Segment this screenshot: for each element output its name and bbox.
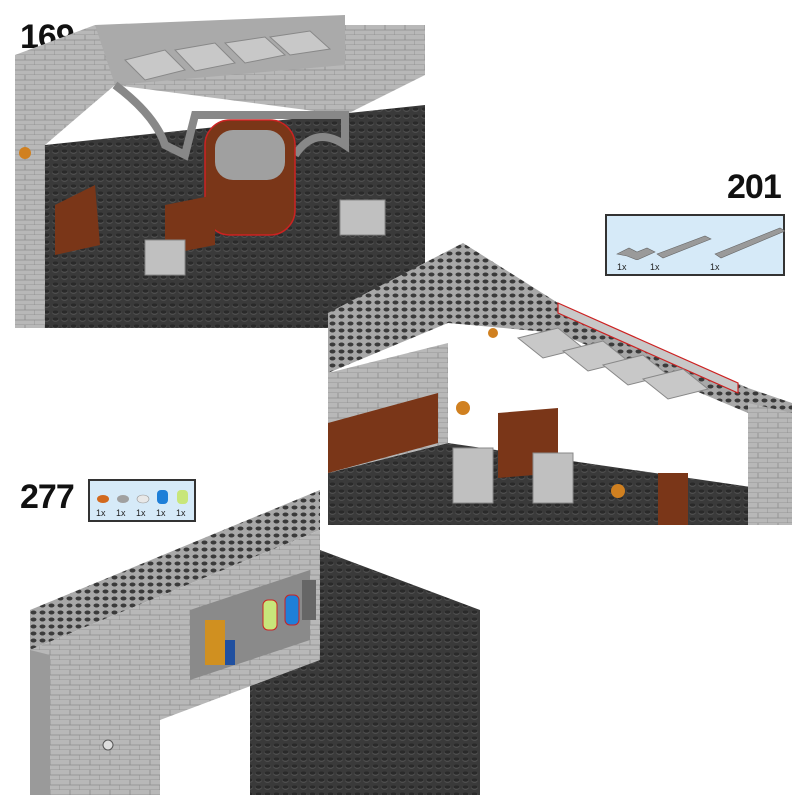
- parts-callout-201: 1x 1x 1x: [605, 214, 785, 276]
- step-169-illustration: [15, 15, 425, 328]
- part-qty: 1x: [617, 262, 627, 272]
- lime-bottle: [262, 599, 278, 631]
- grey-tile-long-icon: [656, 235, 712, 259]
- white-round-plate-icon: [136, 494, 150, 504]
- wall-top: [30, 490, 320, 650]
- step-277-illustration: [30, 490, 480, 795]
- orange-bottle: [205, 620, 225, 665]
- lantern-icon: [19, 147, 31, 159]
- step-201-illustration: [328, 243, 792, 525]
- parts-callout-277: 1x 1x 1x 1x 1x: [88, 479, 196, 522]
- part-qty: 1x: [96, 508, 106, 518]
- part-qty: 1x: [116, 508, 126, 518]
- step-number-277: 277: [20, 478, 75, 516]
- part-qty: 1x: [710, 262, 720, 272]
- lantern-icon: [611, 484, 625, 498]
- part-qty: 1x: [650, 262, 660, 272]
- grey-corner-tile-icon: [616, 247, 656, 260]
- wall-top: [328, 243, 792, 525]
- orange-round-plate-icon: [97, 495, 109, 503]
- step-number-201: 201: [727, 168, 782, 206]
- blue-bottle: [284, 594, 300, 626]
- highlighted-tiles: [557, 302, 739, 394]
- lantern-icon: [456, 401, 470, 415]
- grey-round-plate-icon: [117, 495, 129, 503]
- part-qty: 1x: [136, 508, 146, 518]
- lantern-icon: [488, 328, 498, 338]
- part-qty: 1x: [156, 508, 166, 518]
- blue-round-brick-icon: [157, 490, 168, 504]
- wall: [15, 25, 425, 328]
- part-qty: 1x: [176, 508, 186, 518]
- lime-round-brick-icon: [177, 490, 188, 504]
- grey-tile-longer-icon: [714, 227, 785, 259]
